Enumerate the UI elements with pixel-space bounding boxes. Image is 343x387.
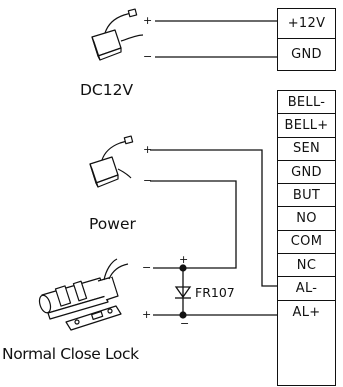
minus-sign-power: − [143, 174, 153, 187]
junction-dot-bottom [179, 311, 187, 319]
terminal-bell-plus: BELL+ [278, 114, 335, 138]
power-adapter-icon [89, 135, 134, 188]
dc12v-label: DC12V [80, 81, 134, 99]
power-terminal-block: +12V GND [277, 8, 336, 71]
plus-sign-power: + [143, 143, 153, 156]
terminal-sen: SEN [278, 138, 335, 161]
plus-sign-diode: + [179, 253, 189, 266]
terminal-12v: +12V [278, 9, 335, 40]
electric-lock-icon [38, 258, 129, 331]
terminal-al-minus: AL- [278, 277, 335, 301]
diode-label: FR107 [195, 285, 235, 300]
terminal-al-plus: AL+ [292, 304, 321, 320]
diode-symbol [174, 286, 192, 299]
terminal-nc: NC [278, 254, 335, 278]
lock-label: Normal Close Lock [2, 345, 139, 363]
plus-sign-lock: + [142, 308, 152, 321]
terminal-gnd-power: GND [291, 47, 322, 63]
terminal-but: BUT [278, 184, 335, 208]
power-label: Power [89, 215, 136, 233]
terminal-gnd: GND [278, 161, 335, 185]
terminal-no: NO [278, 207, 335, 231]
plus-sign-dc: + [143, 14, 153, 27]
minus-sign-dc: − [143, 50, 153, 63]
wire-power-plus [150, 149, 277, 287]
main-terminal-block: BELL- BELL+ SEN GND BUT NO COM NC AL- AL… [277, 90, 336, 386]
terminal-com: COM [278, 231, 335, 255]
wire-power-minus [150, 180, 237, 269]
dc-adapter-icon [91, 8, 144, 61]
terminal-bell-minus: BELL- [278, 91, 335, 115]
junction-dot-top [179, 264, 187, 272]
minus-sign-diode: − [180, 317, 190, 330]
minus-sign-lock: − [142, 261, 152, 274]
